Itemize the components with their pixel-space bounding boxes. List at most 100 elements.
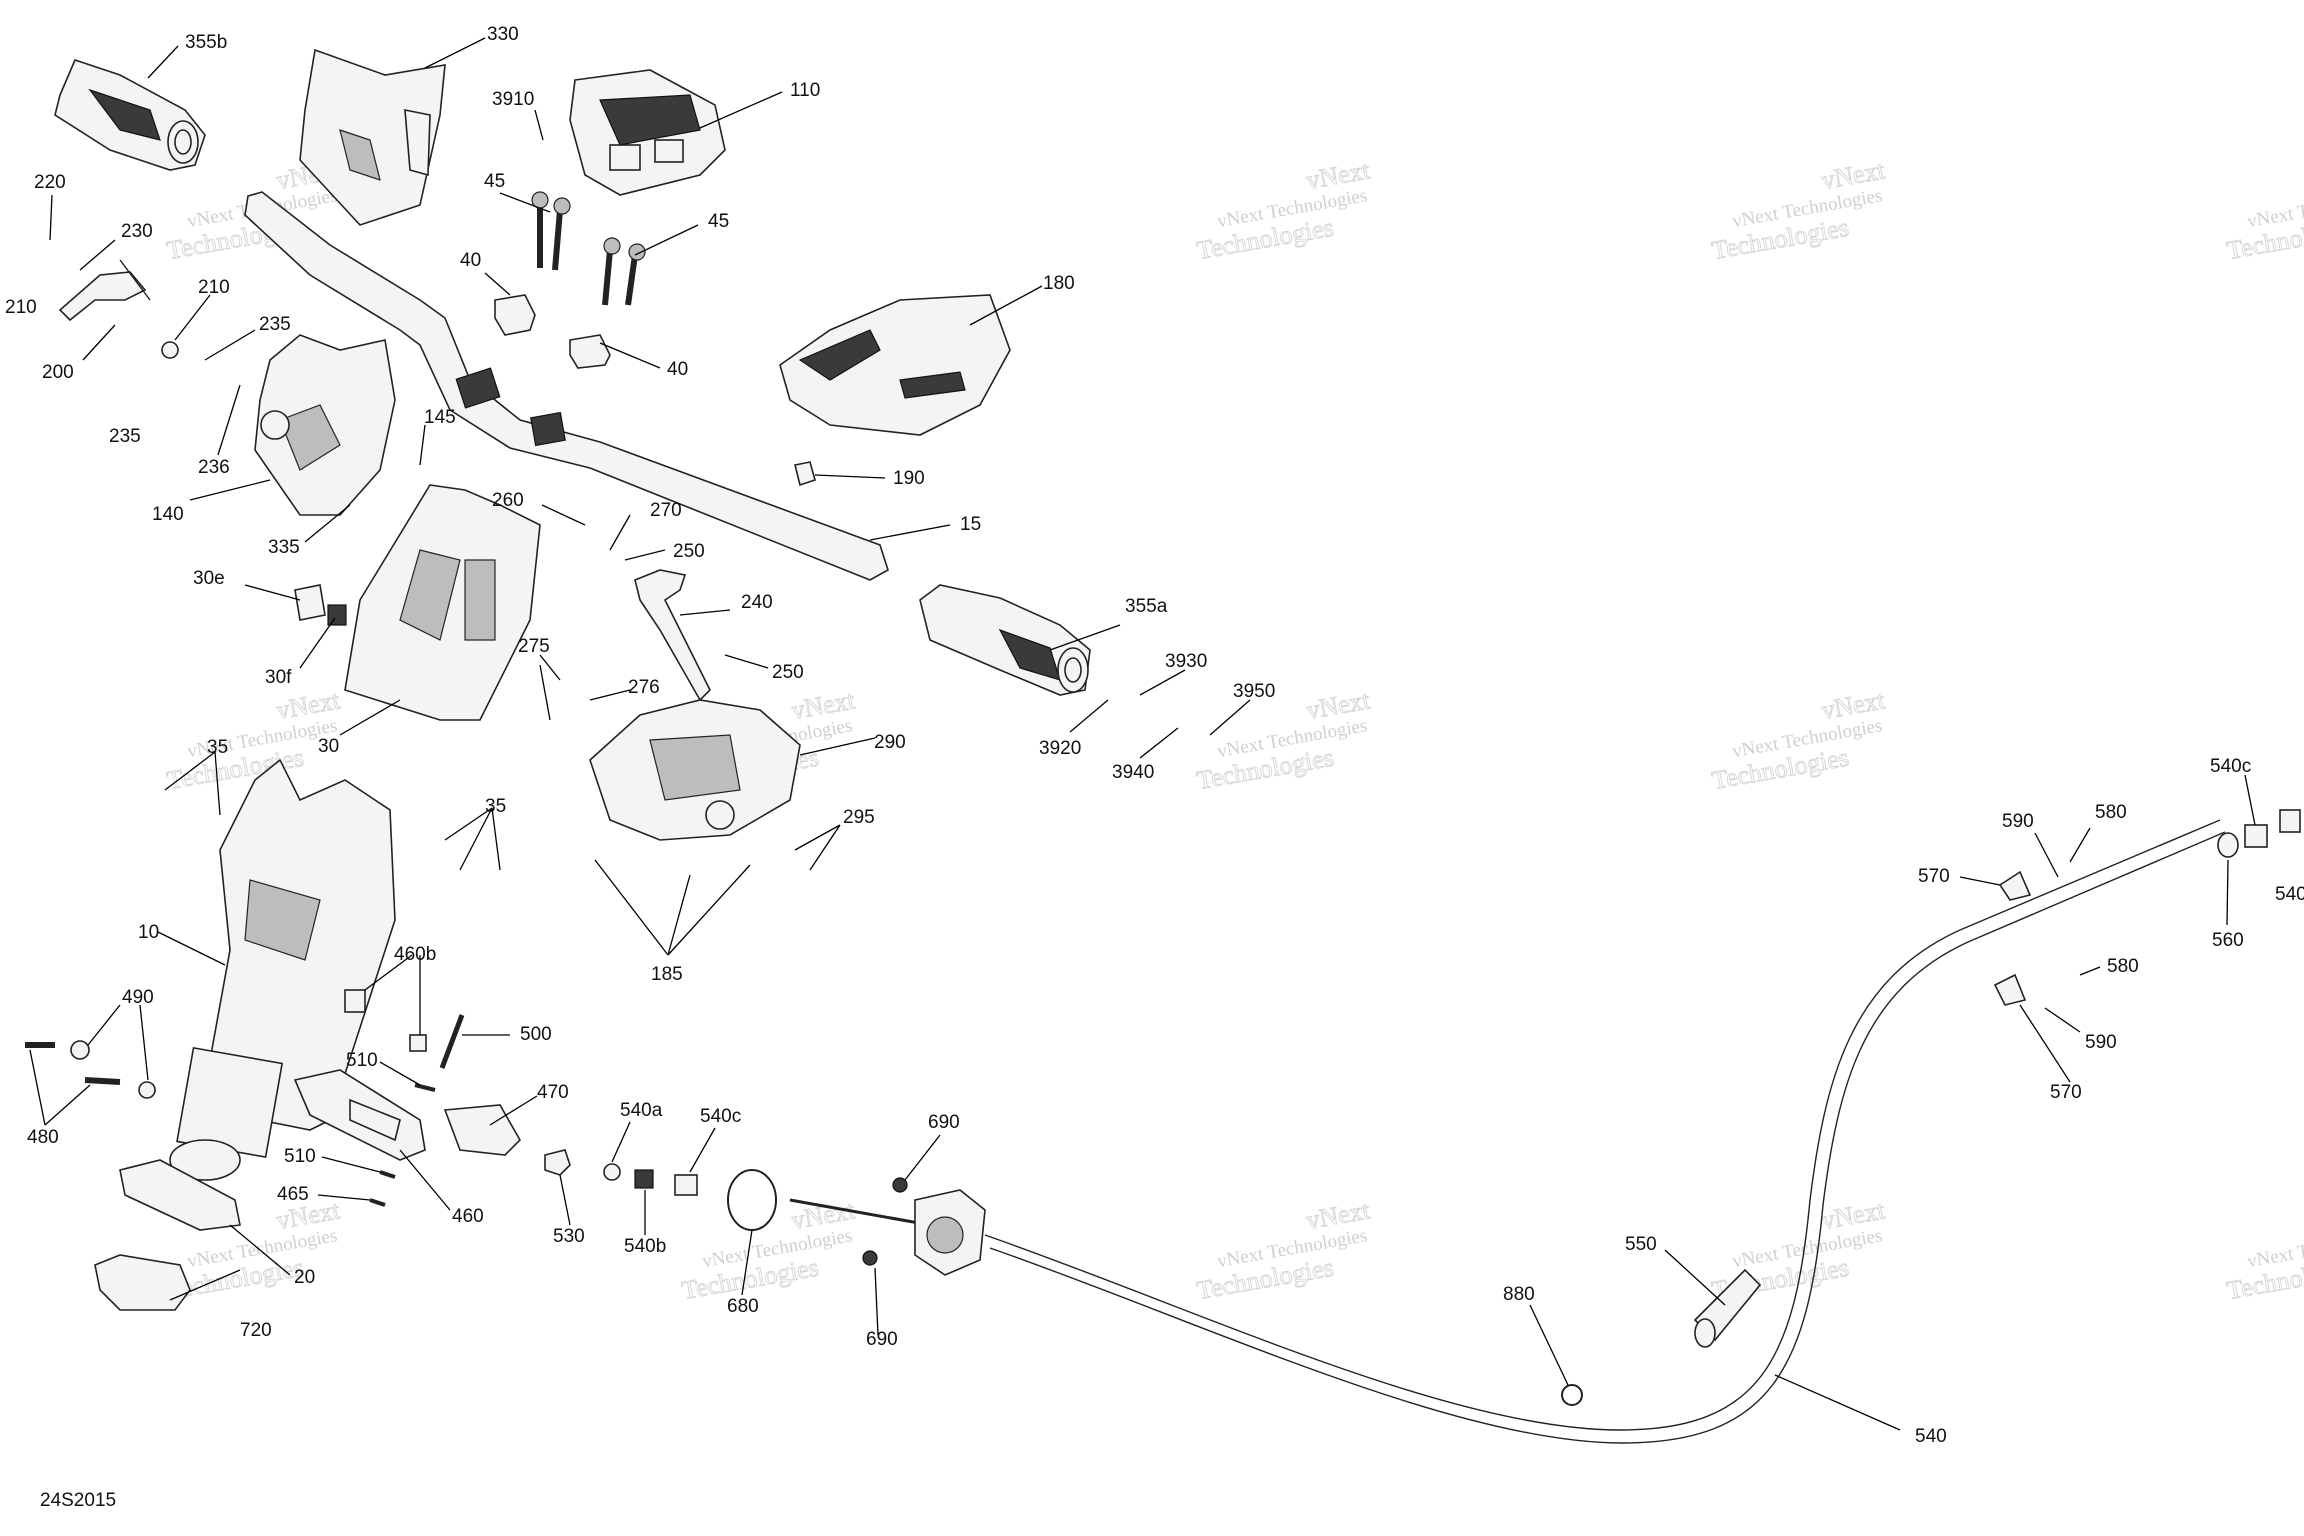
callout-label: 235 bbox=[109, 426, 141, 447]
callout-label: 330 bbox=[487, 24, 519, 45]
callout-label: 460b bbox=[394, 944, 436, 965]
callout-label: 220 bbox=[34, 172, 66, 193]
cable-end-assembly-part bbox=[789, 1177, 986, 1276]
callout-label: 465 bbox=[277, 1184, 309, 1205]
callout-label: 590 bbox=[2002, 811, 2034, 832]
callout-label: 510 bbox=[346, 1050, 378, 1071]
bolt-500-part bbox=[344, 989, 465, 1069]
callout-label: 680 bbox=[727, 1296, 759, 1317]
callout-label: 540b bbox=[624, 1236, 666, 1257]
callout-label: 45 bbox=[484, 171, 505, 192]
callout-label: 235 bbox=[259, 314, 291, 335]
cover-330-part bbox=[299, 48, 446, 226]
callout-label: 720 bbox=[240, 1320, 272, 1341]
callout-label: 35 bbox=[485, 796, 506, 817]
callout-label: 185 bbox=[651, 964, 683, 985]
column-cover-part bbox=[344, 484, 541, 721]
callout-label: 500 bbox=[520, 1024, 552, 1045]
handguard-part bbox=[779, 294, 1011, 436]
diagram-code: 24S2015 bbox=[40, 1490, 116, 1511]
leader-lines bbox=[29, 37, 2256, 1431]
callout-label: 110 bbox=[790, 80, 820, 101]
handlebar-part bbox=[244, 191, 889, 581]
callout-label: 355b bbox=[185, 32, 227, 53]
callout-label: 180 bbox=[1043, 273, 1075, 294]
callout-label: 260 bbox=[492, 490, 524, 511]
callout-label: 40 bbox=[667, 359, 688, 380]
callout-label: 270 bbox=[650, 500, 682, 521]
clip-530-part bbox=[544, 1149, 571, 1176]
callout-label: 35 bbox=[207, 737, 228, 758]
steering-column-part bbox=[169, 758, 396, 1181]
callout-label: 480 bbox=[27, 1127, 59, 1148]
riser-clamp-part bbox=[494, 294, 611, 369]
ring-720-part bbox=[94, 1254, 191, 1311]
bracket-460-part bbox=[293, 1069, 426, 1161]
callout-label: 880 bbox=[1503, 1284, 1535, 1305]
callout-label: 560 bbox=[2212, 930, 2244, 951]
screws-510-part bbox=[369, 1083, 436, 1207]
callout-label: 3920 bbox=[1039, 738, 1081, 759]
callout-label: 140 bbox=[152, 504, 184, 525]
callout-label: 45 bbox=[708, 211, 729, 232]
upper-clamp-part bbox=[569, 69, 726, 196]
callout-label: 3950 bbox=[1233, 681, 1275, 702]
callout-label: 10 bbox=[138, 922, 159, 943]
clamp-880-part bbox=[1561, 1384, 1583, 1406]
small-parts-30ef bbox=[294, 584, 347, 626]
oring-680-part bbox=[727, 1169, 777, 1231]
main-cable-part bbox=[984, 819, 2226, 1444]
callout-label: 30 bbox=[318, 736, 339, 757]
callout-label: 290 bbox=[874, 732, 906, 753]
callout-label: 540c bbox=[2210, 756, 2251, 777]
plate-470-part bbox=[443, 1104, 521, 1156]
insert-190-part bbox=[794, 461, 816, 487]
callout-label: 15 bbox=[960, 514, 981, 535]
callout-label: 20 bbox=[294, 1267, 315, 1288]
ring-20-part bbox=[119, 1159, 241, 1231]
callout-label: 3930 bbox=[1165, 651, 1207, 672]
callout-label: 210 bbox=[198, 277, 230, 298]
callout-label: 540 bbox=[1915, 1426, 1947, 1447]
callout-label: 570 bbox=[2050, 1082, 2082, 1103]
callout-label: 570 bbox=[1918, 866, 1950, 887]
brake-lever-part bbox=[634, 569, 711, 702]
callout-label: 580 bbox=[2095, 802, 2127, 823]
parts bbox=[25, 48, 2301, 1444]
bracket-570-part bbox=[1993, 870, 2032, 1006]
callout-label: 540 bbox=[2275, 884, 2304, 905]
callout-label: 250 bbox=[772, 662, 804, 683]
callout-label: 460 bbox=[452, 1206, 484, 1227]
callout-label: 250 bbox=[673, 541, 705, 562]
callout-label: 580 bbox=[2107, 956, 2139, 977]
callout-label: 240 bbox=[741, 592, 773, 613]
callout-label: 590 bbox=[2085, 1032, 2117, 1053]
callout-label: 210 bbox=[5, 297, 37, 318]
callout-label: 3940 bbox=[1112, 762, 1154, 783]
grip-right-part bbox=[919, 584, 1091, 696]
callout-label: 470 bbox=[537, 1082, 569, 1103]
callout-label: 355a bbox=[1125, 596, 1168, 617]
callout-label: 550 bbox=[1625, 1234, 1657, 1255]
callout-label: 530 bbox=[553, 1226, 585, 1247]
callout-labels: 355b 330 3910 110 220 230 210 210 200 23… bbox=[5, 24, 2304, 1447]
callout-label: 275 bbox=[518, 636, 550, 657]
callout-label: 40 bbox=[460, 250, 481, 271]
ferrules-540-part bbox=[603, 1163, 698, 1196]
callout-label: 30e bbox=[193, 568, 225, 589]
callout-label: 690 bbox=[928, 1112, 960, 1133]
lower-housing-part bbox=[589, 699, 801, 841]
callout-label: 490 bbox=[122, 987, 154, 1008]
callout-label: 295 bbox=[843, 807, 875, 828]
callout-label: 145 bbox=[424, 407, 456, 428]
right-end-fittings-part bbox=[2217, 809, 2301, 858]
callout-label: 190 bbox=[893, 468, 925, 489]
switch-housing-part bbox=[254, 334, 396, 516]
throttle-lever-part bbox=[58, 259, 179, 359]
callout-label: 510 bbox=[284, 1146, 316, 1167]
callout-label: 200 bbox=[42, 362, 74, 383]
pipe-550-part bbox=[1693, 1268, 1762, 1348]
callout-label: 3910 bbox=[492, 89, 534, 110]
grip-left-part bbox=[54, 59, 206, 171]
